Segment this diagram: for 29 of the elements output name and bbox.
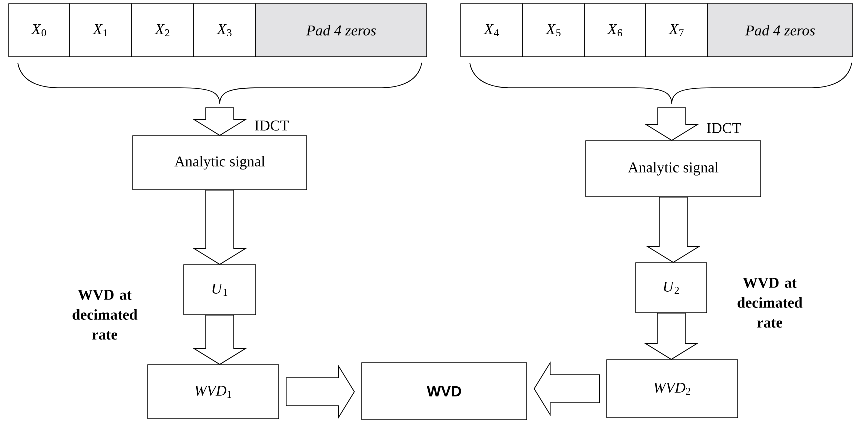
block-arrow [192, 108, 248, 136]
cell: X$_{0}$ [8, 4, 70, 58]
process-box: U$_{1}$ [184, 264, 256, 316]
side-note: WVD at decimated rate [72, 290, 138, 340]
process-box: U$_{2}$ [636, 262, 708, 314]
block-arrow [286, 364, 356, 420]
cell: X$_{5}$ [522, 4, 586, 58]
process-box: Analytic signal [586, 140, 762, 198]
output-box: WVD [362, 362, 528, 420]
cell: X$_{7}$ [646, 4, 708, 58]
cell: X$_{4}$ [460, 4, 524, 58]
cell: X$_{1}$ [70, 4, 132, 58]
block-arrow [192, 190, 248, 266]
cell: X$_{2}$ [132, 4, 194, 58]
process-box: WVD$_{1}$ [148, 364, 280, 420]
edge-label: IDCT [255, 120, 290, 131]
block-arrow [644, 313, 699, 360]
process-box: Analytic signal [132, 136, 308, 190]
process-box: WVD$_{2}$ [606, 360, 738, 418]
padding-cell: Pad 4 zeros [256, 4, 428, 58]
side-note: WVD at decimated rate [738, 278, 803, 328]
block-arrow [646, 197, 701, 264]
block-arrow [534, 362, 600, 416]
block-arrow [192, 315, 248, 366]
cell: X$_{3}$ [194, 4, 256, 58]
padding-cell: Pad 4 zeros [708, 4, 854, 58]
cell: X$_{6}$ [584, 4, 646, 58]
block-arrow [644, 108, 700, 142]
edge-label: IDCT [707, 123, 742, 134]
